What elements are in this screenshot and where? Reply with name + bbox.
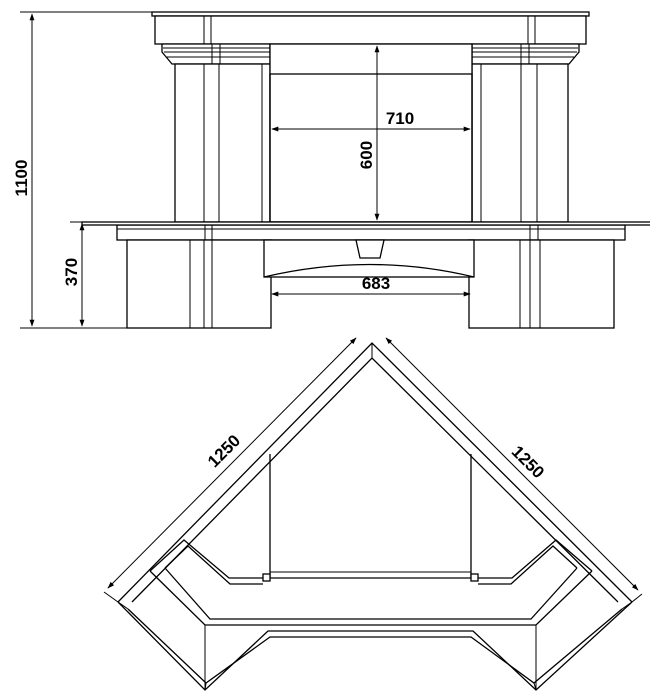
dim-total-height-label: 1100 — [12, 160, 31, 197]
corner-walls — [117, 342, 633, 603]
top-view: 1250 1250 — [103, 337, 643, 691]
hearth-arch-panel — [263, 239, 475, 278]
base-right — [468, 239, 615, 329]
dim-opening-height: 600 — [357, 45, 380, 221]
dim-hearth-width-label: 683 — [362, 274, 390, 293]
dim-opening-height-label: 600 — [357, 141, 376, 169]
base-left — [126, 239, 272, 329]
dim-total-height: 1100 — [12, 11, 152, 329]
dim-opening-width: 710 — [271, 109, 471, 132]
firebox-chamber — [262, 454, 479, 582]
dim-left-side-label: 1250 — [204, 431, 244, 471]
dim-left-side: 1250 — [103, 337, 357, 603]
front-view: 1100 370 710 600 683 — [12, 11, 650, 329]
dim-right-side: 1250 — [385, 337, 643, 603]
hearth-plan — [149, 539, 593, 626]
dim-hearth-width: 683 — [271, 274, 471, 297]
mantel-shelf — [151, 11, 590, 45]
firebox-opening — [269, 43, 473, 223]
dim-right-side-label: 1250 — [508, 442, 548, 482]
cornice — [161, 43, 580, 65]
base-plinth-plan — [117, 601, 633, 691]
dim-base-height-label: 370 — [62, 258, 81, 286]
right-column — [471, 63, 569, 223]
hearth-slab — [81, 221, 650, 241]
left-column — [174, 63, 271, 223]
dim-opening-width-label: 710 — [386, 109, 414, 128]
dim-base-height: 370 — [62, 221, 117, 327]
